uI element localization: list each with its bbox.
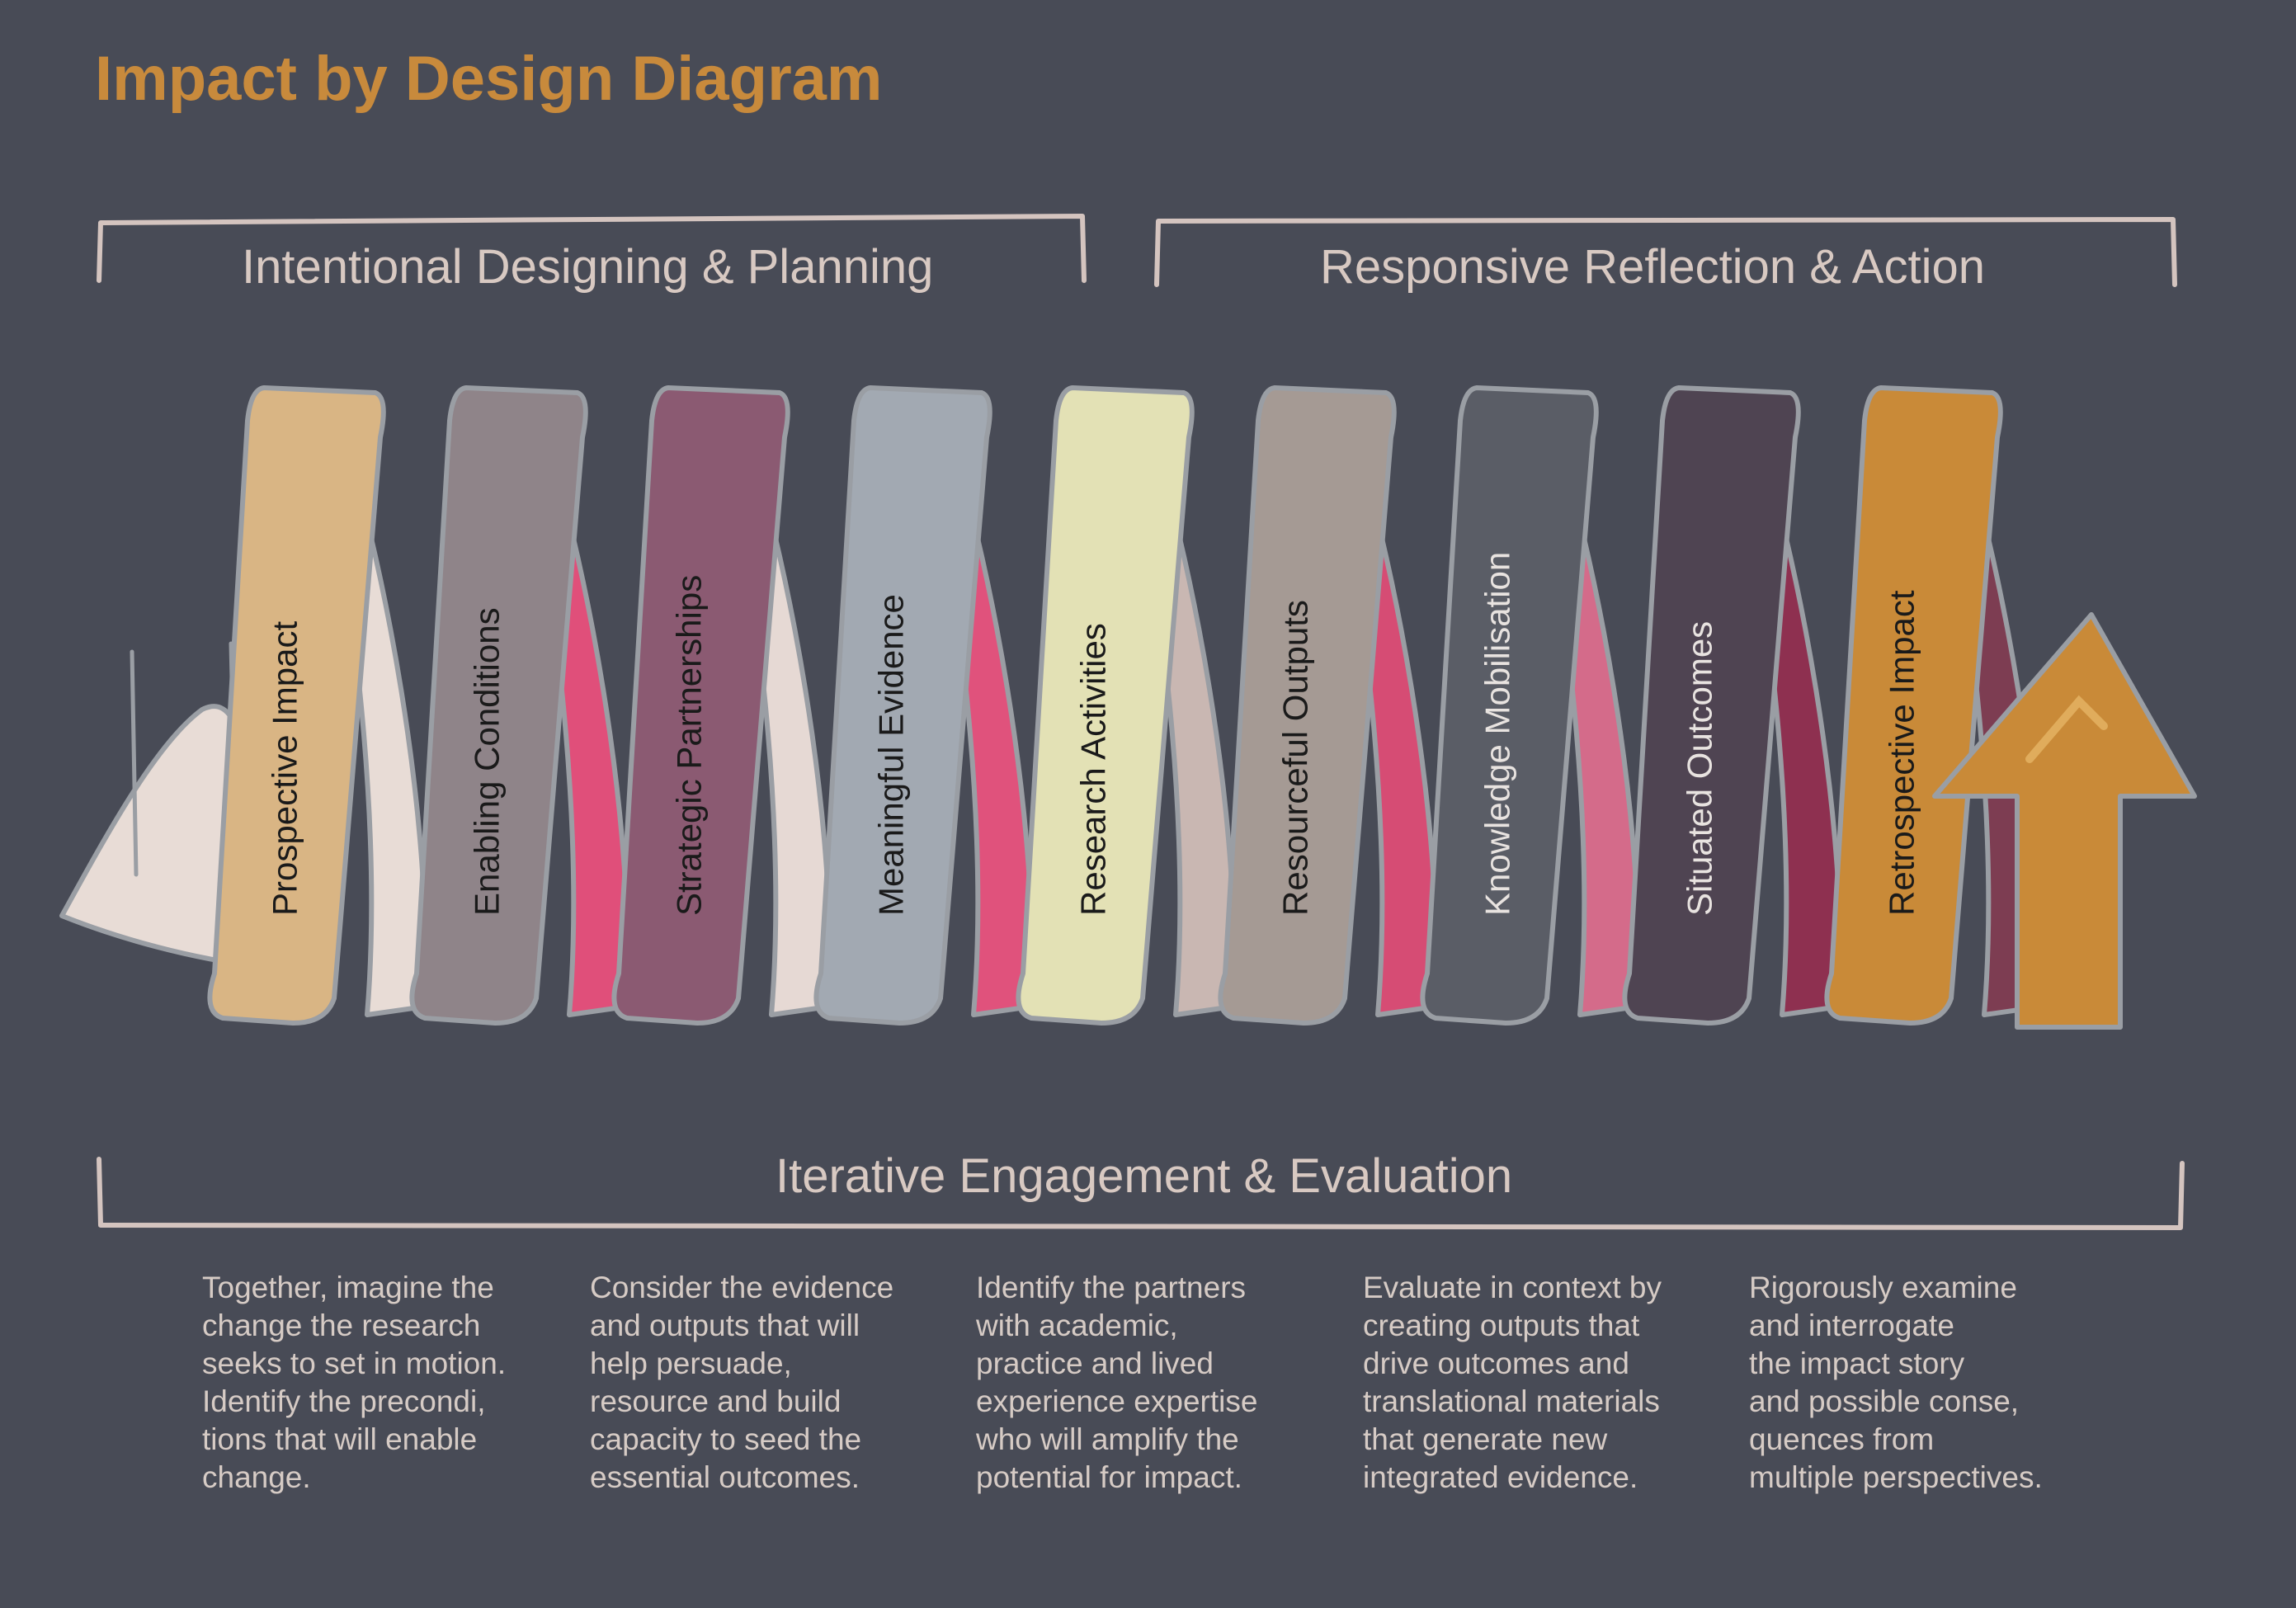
stage-knowledge-mobilisation: Knowledge Mobilisation	[1420, 385, 1599, 1026]
up-arrow-highlight	[2025, 695, 2108, 763]
desc-line: and possible conse,	[1749, 1384, 2020, 1418]
desc-line: translational materials	[1363, 1384, 1660, 1418]
desc-line: the impact story	[1749, 1346, 1965, 1380]
stage-label-situated-outcomes: Situated Outcomes	[1681, 621, 1719, 916]
stage-situated-outcomes: Situated Outcomes	[1622, 385, 1801, 1026]
band-research-activities	[1016, 385, 1195, 1026]
page-title: Impact by Design Diagram	[95, 44, 883, 114]
band-situated-outcomes	[1622, 385, 1801, 1026]
phase-label-engagement: Iterative Engagement & Evaluation	[776, 1149, 1513, 1203]
desc-line: change the research	[202, 1309, 481, 1342]
desc-line: Identify the precondi,	[202, 1384, 486, 1418]
band-strategic-partnerships	[611, 385, 790, 1026]
stage-label-knowledge-mobilisation: Knowledge Mobilisation	[1478, 552, 1517, 916]
stage-label-research-activities: Research Activities	[1074, 623, 1113, 916]
phase-label-reflection: Responsive Reflection & Action	[1320, 240, 1985, 294]
desc-line: resource and build	[590, 1384, 842, 1418]
bracket-top-right	[1154, 217, 2177, 287]
coil-front-bands: Prospective Impact Enabling Conditions Str…	[207, 385, 2003, 1026]
desc-line: multiple perspectives.	[1749, 1460, 2043, 1494]
stage-research-activities: Research Activities	[1016, 385, 1195, 1026]
desc-line: tions that will enable	[202, 1422, 478, 1456]
stage-enabling-conditions: Enabling Conditions	[409, 385, 588, 1026]
desc-line: capacity to seed the	[590, 1422, 862, 1456]
description-evidence: Consider the evidence and outputs that w…	[590, 1269, 945, 1497]
description-partners: Identify the partners with academic, pra…	[976, 1269, 1331, 1497]
stage-retrospective-impact: Retrospective Impact	[1824, 385, 2003, 1026]
stage-label-enabling-conditions: Enabling Conditions	[468, 607, 507, 916]
desc-line: drive outcomes and	[1363, 1346, 1629, 1380]
band-retrospective-impact	[1824, 385, 2003, 1026]
desc-line: integrated evidence.	[1363, 1460, 1638, 1494]
description-evaluate: Evaluate in context by creating outputs …	[1363, 1269, 1718, 1497]
stage-label-prospective-impact: Prospective Impact	[266, 621, 304, 916]
desc-line: change.	[202, 1460, 311, 1494]
stage-resourceful-outputs: Resourceful Outputs	[1218, 385, 1397, 1026]
desc-line: and interrogate	[1749, 1309, 1954, 1342]
stage-label-retrospective-impact: Retrospective Impact	[1883, 590, 1921, 916]
desc-line: Rigorously examine	[1749, 1271, 2017, 1304]
stage-label-resourceful-outputs: Resourceful Outputs	[1276, 600, 1315, 916]
stage-strategic-partnerships: Strategic Partnerships	[611, 385, 790, 1026]
desc-line: potential for impact.	[976, 1460, 1242, 1494]
band-meaningful-evidence	[813, 385, 992, 1026]
desc-line: Together, imagine the	[202, 1271, 494, 1304]
band-resourceful-outputs	[1218, 385, 1397, 1026]
description-designing: Together, imagine the change the researc…	[202, 1269, 557, 1497]
stage-label-meaningful-evidence: Meaningful Evidence	[872, 594, 911, 916]
desc-line: help persuade,	[590, 1346, 792, 1380]
desc-line: creating outputs that	[1363, 1309, 1640, 1342]
desc-line: that generate new	[1363, 1422, 1608, 1456]
band-enabling-conditions	[409, 385, 588, 1026]
desc-line: Identify the partners	[976, 1271, 1247, 1304]
stage-prospective-impact: Prospective Impact	[207, 385, 386, 1026]
desc-line: Evaluate in context by	[1363, 1271, 1662, 1304]
stage-meaningful-evidence: Meaningful Evidence	[813, 385, 992, 1026]
desc-line: and outputs that will	[590, 1309, 860, 1342]
desc-line: essential outcomes.	[590, 1460, 860, 1494]
up-arrow-icon	[1932, 612, 2197, 1030]
desc-line: Consider the evidence	[590, 1271, 894, 1304]
band-prospective-impact	[207, 385, 386, 1026]
bracket-top-left	[97, 214, 1087, 283]
stage-label-strategic-partnerships: Strategic Partnerships	[670, 575, 709, 916]
phase-label-designing: Intentional Designing & Planning	[242, 240, 934, 294]
bracket-bottom	[97, 1157, 2185, 1230]
desc-line: quences from	[1749, 1422, 1935, 1456]
band-knowledge-mobilisation	[1420, 385, 1599, 1026]
desc-line: seeks to set in motion.	[202, 1346, 507, 1380]
desc-line: who will amplify the	[976, 1422, 1239, 1456]
description-examine: Rigorously examine and interrogate the i…	[1749, 1269, 2104, 1497]
desc-line: with academic,	[976, 1309, 1178, 1342]
desc-line: practice and lived	[976, 1346, 1214, 1380]
desc-line: experience expertise	[976, 1384, 1258, 1418]
